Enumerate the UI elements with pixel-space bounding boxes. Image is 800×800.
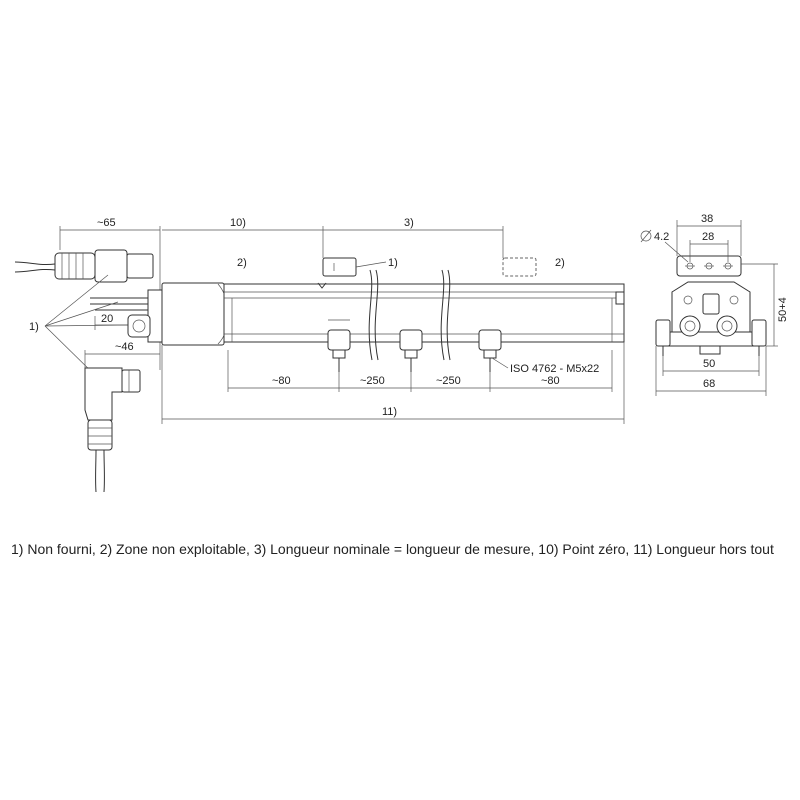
dead-zone-left: 2) bbox=[237, 257, 247, 269]
dim-connector-offset: 20 bbox=[101, 313, 113, 325]
screw-spec: ISO 4762 - M5x22 bbox=[510, 363, 599, 375]
dim-nominal-length: 3) bbox=[404, 217, 414, 229]
end-view-bracket-top bbox=[676, 255, 742, 277]
callout-not-supplied-magnet: 1) bbox=[388, 257, 398, 269]
dim-bracket-hole-spacing: 28 bbox=[702, 231, 714, 243]
end-view-body bbox=[655, 281, 767, 356]
dim-zero-point: 10) bbox=[230, 217, 246, 229]
mounting-support-2 bbox=[399, 329, 423, 372]
dim-hole-diameter: 4.2 bbox=[654, 231, 669, 243]
dim-base-hole-spacing: 50 bbox=[703, 358, 715, 370]
position-magnet bbox=[322, 257, 357, 277]
sensor-profile bbox=[223, 283, 625, 343]
angled-cable-connector bbox=[84, 367, 141, 493]
drawing-legend: 1) Non fourni, 2) Zone non exploitable, … bbox=[11, 541, 774, 557]
dim-overall-length: 11) bbox=[382, 406, 397, 418]
dim-support-spacing-2: ~250 bbox=[436, 375, 461, 387]
dim-end-spacing-right: ~80 bbox=[541, 375, 560, 387]
dim-height: 50+4 bbox=[777, 297, 789, 322]
dim-base-width: 68 bbox=[703, 378, 715, 390]
mounting-support-1 bbox=[327, 319, 351, 372]
dim-cable-connector-length: ~65 bbox=[97, 217, 116, 229]
dim-angled-connector-length: ~46 bbox=[115, 341, 134, 353]
dead-zone-right: 2) bbox=[555, 257, 565, 269]
technical-drawing: ~65 20 1) ~46 bbox=[14, 213, 789, 493]
dim-bracket-width-outer: 38 bbox=[701, 213, 713, 225]
mounting-support-3 bbox=[478, 329, 502, 372]
dim-end-spacing-left: ~80 bbox=[272, 375, 291, 387]
straight-cable-connector bbox=[14, 249, 154, 283]
sensor-head bbox=[127, 282, 229, 346]
callout-not-supplied-left: 1) bbox=[29, 321, 39, 333]
dim-support-spacing-1: ~250 bbox=[360, 375, 385, 387]
position-magnet-end bbox=[502, 257, 537, 277]
